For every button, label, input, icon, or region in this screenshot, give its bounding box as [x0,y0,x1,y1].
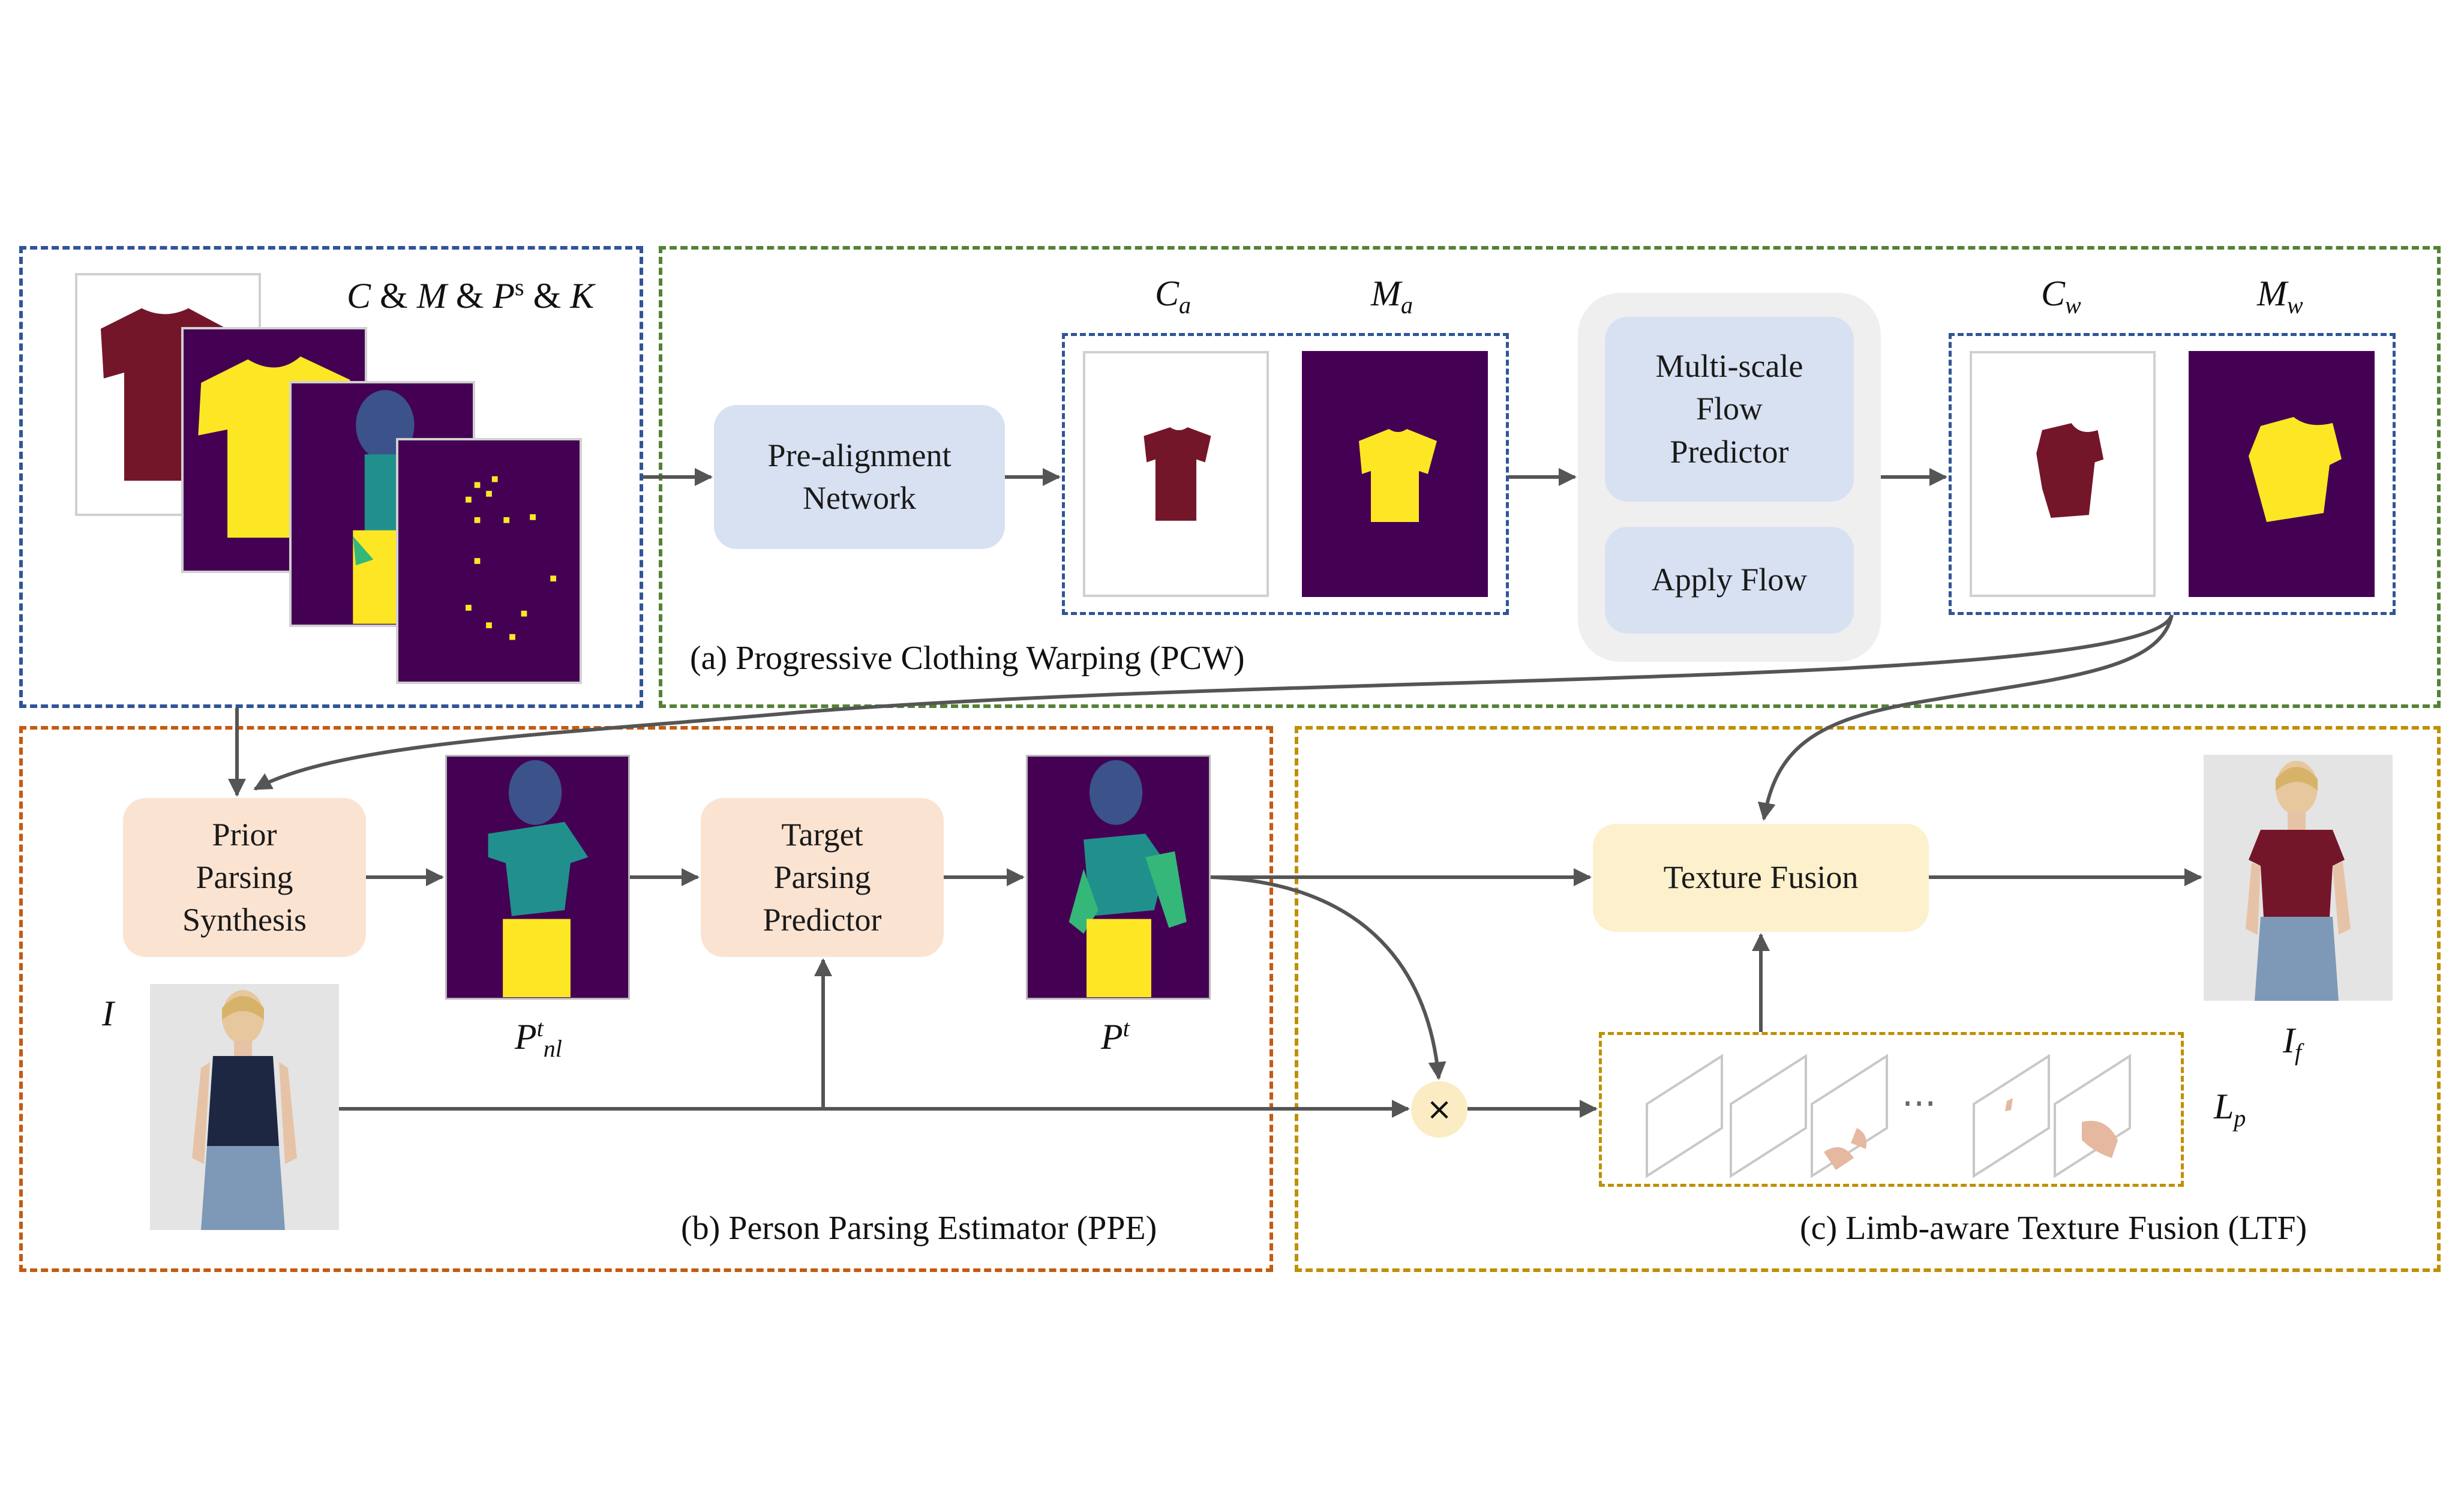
limb-part-slabs [1646,1054,2131,1178]
input-keypoints-image [396,438,582,684]
inputs-label-c: C [347,276,371,316]
arrow-pt-to-multiply [1210,875,1446,1080]
symbol-lp: Lp [2214,1087,2246,1132]
output-image [2204,755,2393,1001]
limb-slab-3 [1811,1054,1888,1178]
ppe-region [19,726,1273,1272]
pcw-region-label: (a) Progressive Clothing Warping (PCW) [690,640,1245,677]
person-image [150,984,339,1230]
limb-slab-4 [1973,1054,2050,1178]
limb-parts-ellipsis: ··· [1902,1083,1937,1125]
multiply-operator: × [1411,1081,1467,1138]
symbol-pt: Pt [1101,1015,1130,1057]
warped-mask-image [2189,351,2375,597]
target-parsing-image [1026,755,1211,1000]
symbol-i: I [102,994,114,1033]
limb-slab-5 [2054,1054,2131,1178]
limb-slab-1 [1646,1054,1723,1178]
limb-slab-2 [1730,1054,1807,1178]
target-parsing-predictor[interactable]: Target Parsing Predictor [701,798,944,957]
inputs-label: C & M & Ps & K [347,274,595,316]
aligned-clothing-image [1083,351,1269,597]
arrow-warped-to-texture [1757,614,2174,821]
ppe-region-label: (b) Person Parsing Estimator (PPE) [681,1210,1157,1247]
symbol-if: If [2283,1021,2302,1066]
arrow-warped-to-prior [253,614,2174,791]
symbol-pnl: Ptnl [515,1015,562,1062]
multi-scale-flow-predictor[interactable]: Multi-scale Flow Predictor [1605,317,1854,502]
texture-fusion[interactable]: Texture Fusion [1593,824,1929,932]
warped-clothing-image [1970,351,2156,597]
input-region [19,246,643,708]
prior-parsing-synthesis[interactable]: Prior Parsing Synthesis [123,798,366,957]
symbol-ma: Ma [1371,274,1413,319]
limb-parts-box [1599,1032,2184,1187]
ltf-region [1295,726,2441,1272]
aligned-group-box [1062,333,1509,615]
symbol-mw: Mw [2257,274,2303,319]
symbol-ca: Ca [1155,274,1192,319]
ltf-region-label: (c) Limb-aware Texture Fusion (LTF) [1800,1210,2307,1247]
apply-flow[interactable]: Apply Flow [1605,527,1854,634]
aligned-mask-image [1302,351,1488,597]
symbol-cw: Cw [2041,274,2081,319]
non-limb-parsing-image [445,755,630,1000]
pre-alignment-network[interactable]: Pre-alignment Network [714,405,1005,549]
limb-part-marks [1824,1098,2118,1170]
warped-group-box [1949,333,2396,615]
